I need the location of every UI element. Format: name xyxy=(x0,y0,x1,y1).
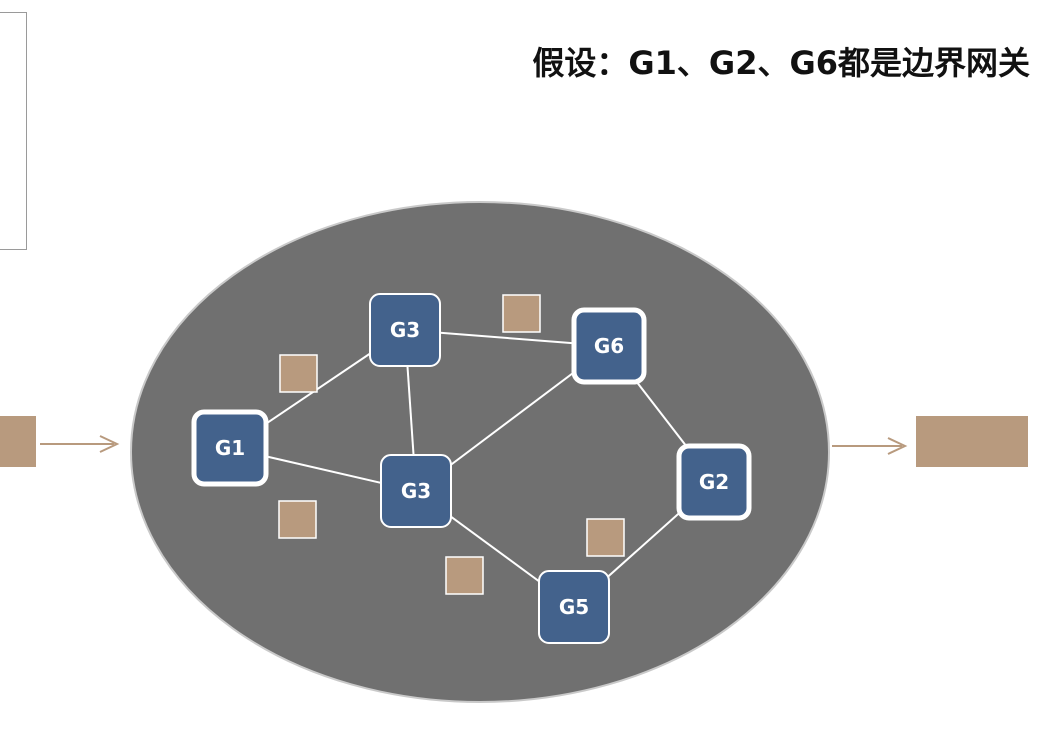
gateway-label: G3 xyxy=(390,318,420,342)
incoming-arrow-head xyxy=(99,435,120,453)
diagram-title: 假设：G1、G2、G6都是边界网关 xyxy=(532,44,1030,82)
network-area xyxy=(130,201,830,703)
left-frame-box xyxy=(0,12,27,250)
gateway-node-g3: G3 xyxy=(380,454,452,528)
packet xyxy=(445,556,484,595)
gateway-box xyxy=(571,307,647,385)
packet xyxy=(278,500,317,539)
gateway-label: G6 xyxy=(594,334,624,358)
gateway-box xyxy=(538,570,610,644)
gateway-label: G5 xyxy=(559,595,589,619)
packet xyxy=(586,518,625,557)
gateway-box xyxy=(369,293,441,367)
gateway-box xyxy=(676,443,752,521)
gateway-box xyxy=(191,409,269,487)
gateway-box xyxy=(380,454,452,528)
gateway-node-g1: G1 xyxy=(191,409,269,487)
packet xyxy=(502,294,541,333)
outgoing-packet-block xyxy=(916,416,1028,467)
outgoing-arrow-head xyxy=(887,437,908,455)
packet xyxy=(279,354,318,393)
gateway-label: G1 xyxy=(215,436,245,460)
incoming-packet-block xyxy=(0,416,36,467)
gateway-node-g2: G2 xyxy=(676,443,752,521)
gateway-label: G3 xyxy=(401,479,431,503)
gateway-label: G2 xyxy=(699,470,729,494)
gateway-node-g3: G3 xyxy=(369,293,441,367)
gateway-node-g6: G6 xyxy=(571,307,647,385)
gateway-node-g5: G5 xyxy=(538,570,610,644)
packets-layer xyxy=(278,294,625,595)
